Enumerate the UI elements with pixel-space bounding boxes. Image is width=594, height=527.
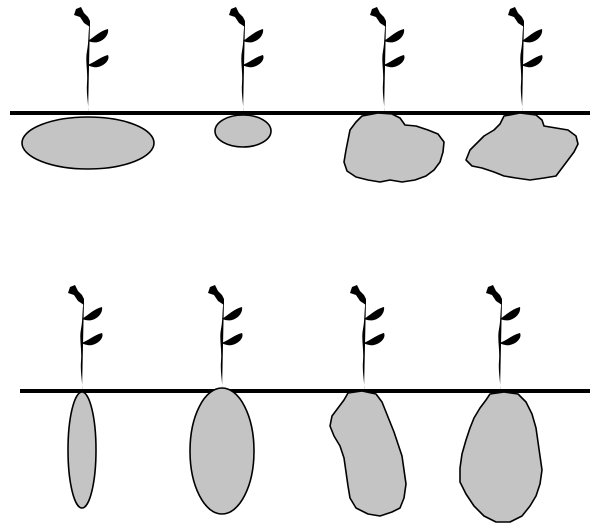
bulb-irregular-vertical-wide — [460, 392, 542, 522]
bottom-row — [20, 285, 590, 522]
plant-icon — [350, 285, 385, 391]
plant-icon — [208, 285, 243, 391]
bulb-narrow-vertical-ellipse — [68, 392, 96, 508]
top-row — [10, 7, 590, 182]
plant-icon — [486, 285, 521, 391]
bulb-wide-ellipse — [22, 117, 154, 169]
plant-icon — [68, 285, 103, 391]
bulb-small-ellipse — [215, 115, 271, 147]
plant-icon — [508, 7, 543, 113]
plant-icon — [229, 7, 264, 113]
plant-icon — [74, 7, 109, 113]
bulb-tall-ellipse — [190, 388, 254, 514]
bulb-irregular-flat — [466, 113, 578, 180]
bulb-irregular — [344, 113, 444, 182]
plant-icon — [370, 7, 405, 113]
bulb-irregular-vertical — [330, 391, 406, 516]
